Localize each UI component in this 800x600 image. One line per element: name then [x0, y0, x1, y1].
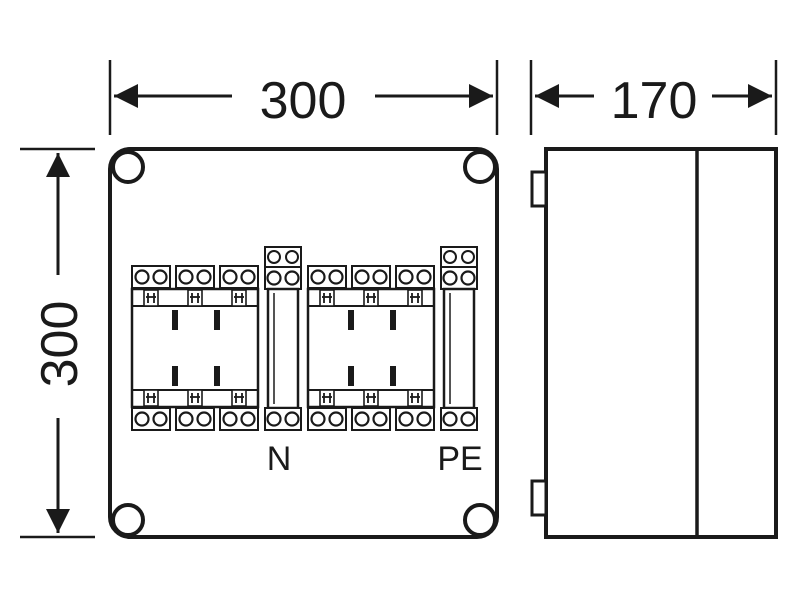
enclosure-front-outline	[108, 147, 499, 539]
neutral-label: N	[267, 440, 292, 478]
corner-screw-bottom-left	[111, 503, 145, 537]
depth-label: 170	[611, 72, 698, 130]
enclosure-side-outline	[544, 147, 778, 539]
fuse-group-right	[306, 264, 436, 432]
hinge-top	[530, 170, 548, 208]
front-view: N PE	[108, 147, 499, 539]
neutral-terminal	[264, 246, 302, 431]
width-dimension: 300	[108, 60, 499, 135]
corner-screw-top-right	[463, 150, 497, 184]
hinge-bottom	[530, 479, 548, 517]
pe-terminal	[440, 246, 478, 431]
corner-screw-bottom-right	[463, 503, 497, 537]
side-view	[530, 147, 778, 539]
height-label: 300	[31, 301, 89, 388]
corner-screw-top-left	[111, 150, 145, 184]
fuse-group-left	[130, 264, 260, 432]
height-dimension: 300	[20, 147, 95, 539]
depth-dimension: 170	[529, 60, 778, 135]
pe-label: PE	[437, 440, 482, 478]
width-label: 300	[260, 72, 347, 130]
